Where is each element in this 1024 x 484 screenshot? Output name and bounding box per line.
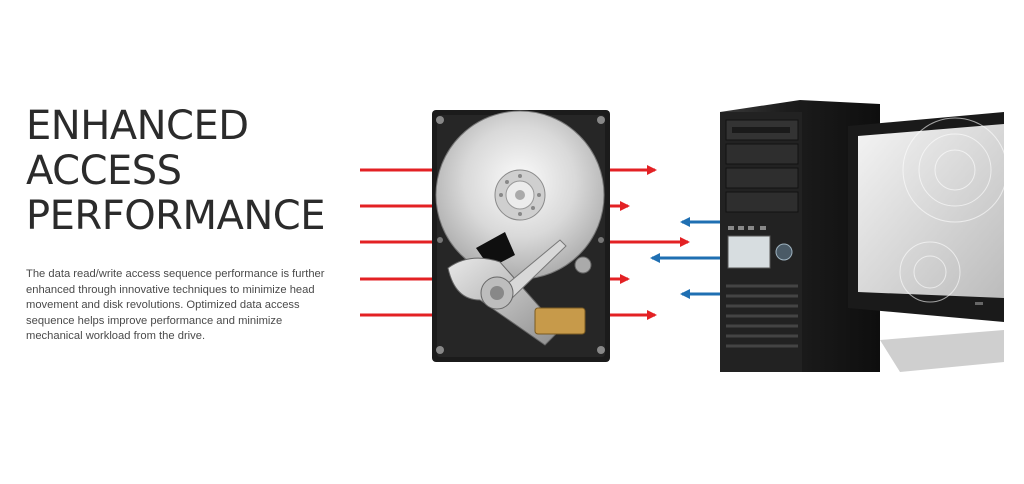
outgoing-arrows [610, 165, 690, 320]
heading-line-3: PERFORMANCE [26, 193, 325, 239]
feature-description: The data read/write access sequence perf… [26, 268, 325, 343]
computer-tower-icon [720, 100, 880, 372]
hard-drive-icon [432, 110, 610, 362]
monitor-icon [848, 112, 1008, 372]
feature-heading: ENHANCED ACCESS PERFORMANCE [26, 104, 336, 239]
heading-line-1: ENHANCED [26, 103, 249, 149]
feature-text: ENHANCED ACCESS PERFORMANCE The data rea… [26, 104, 336, 345]
heading-line-2: ACCESS [26, 148, 182, 194]
return-arrows [650, 217, 720, 299]
incoming-arrows [360, 168, 435, 317]
